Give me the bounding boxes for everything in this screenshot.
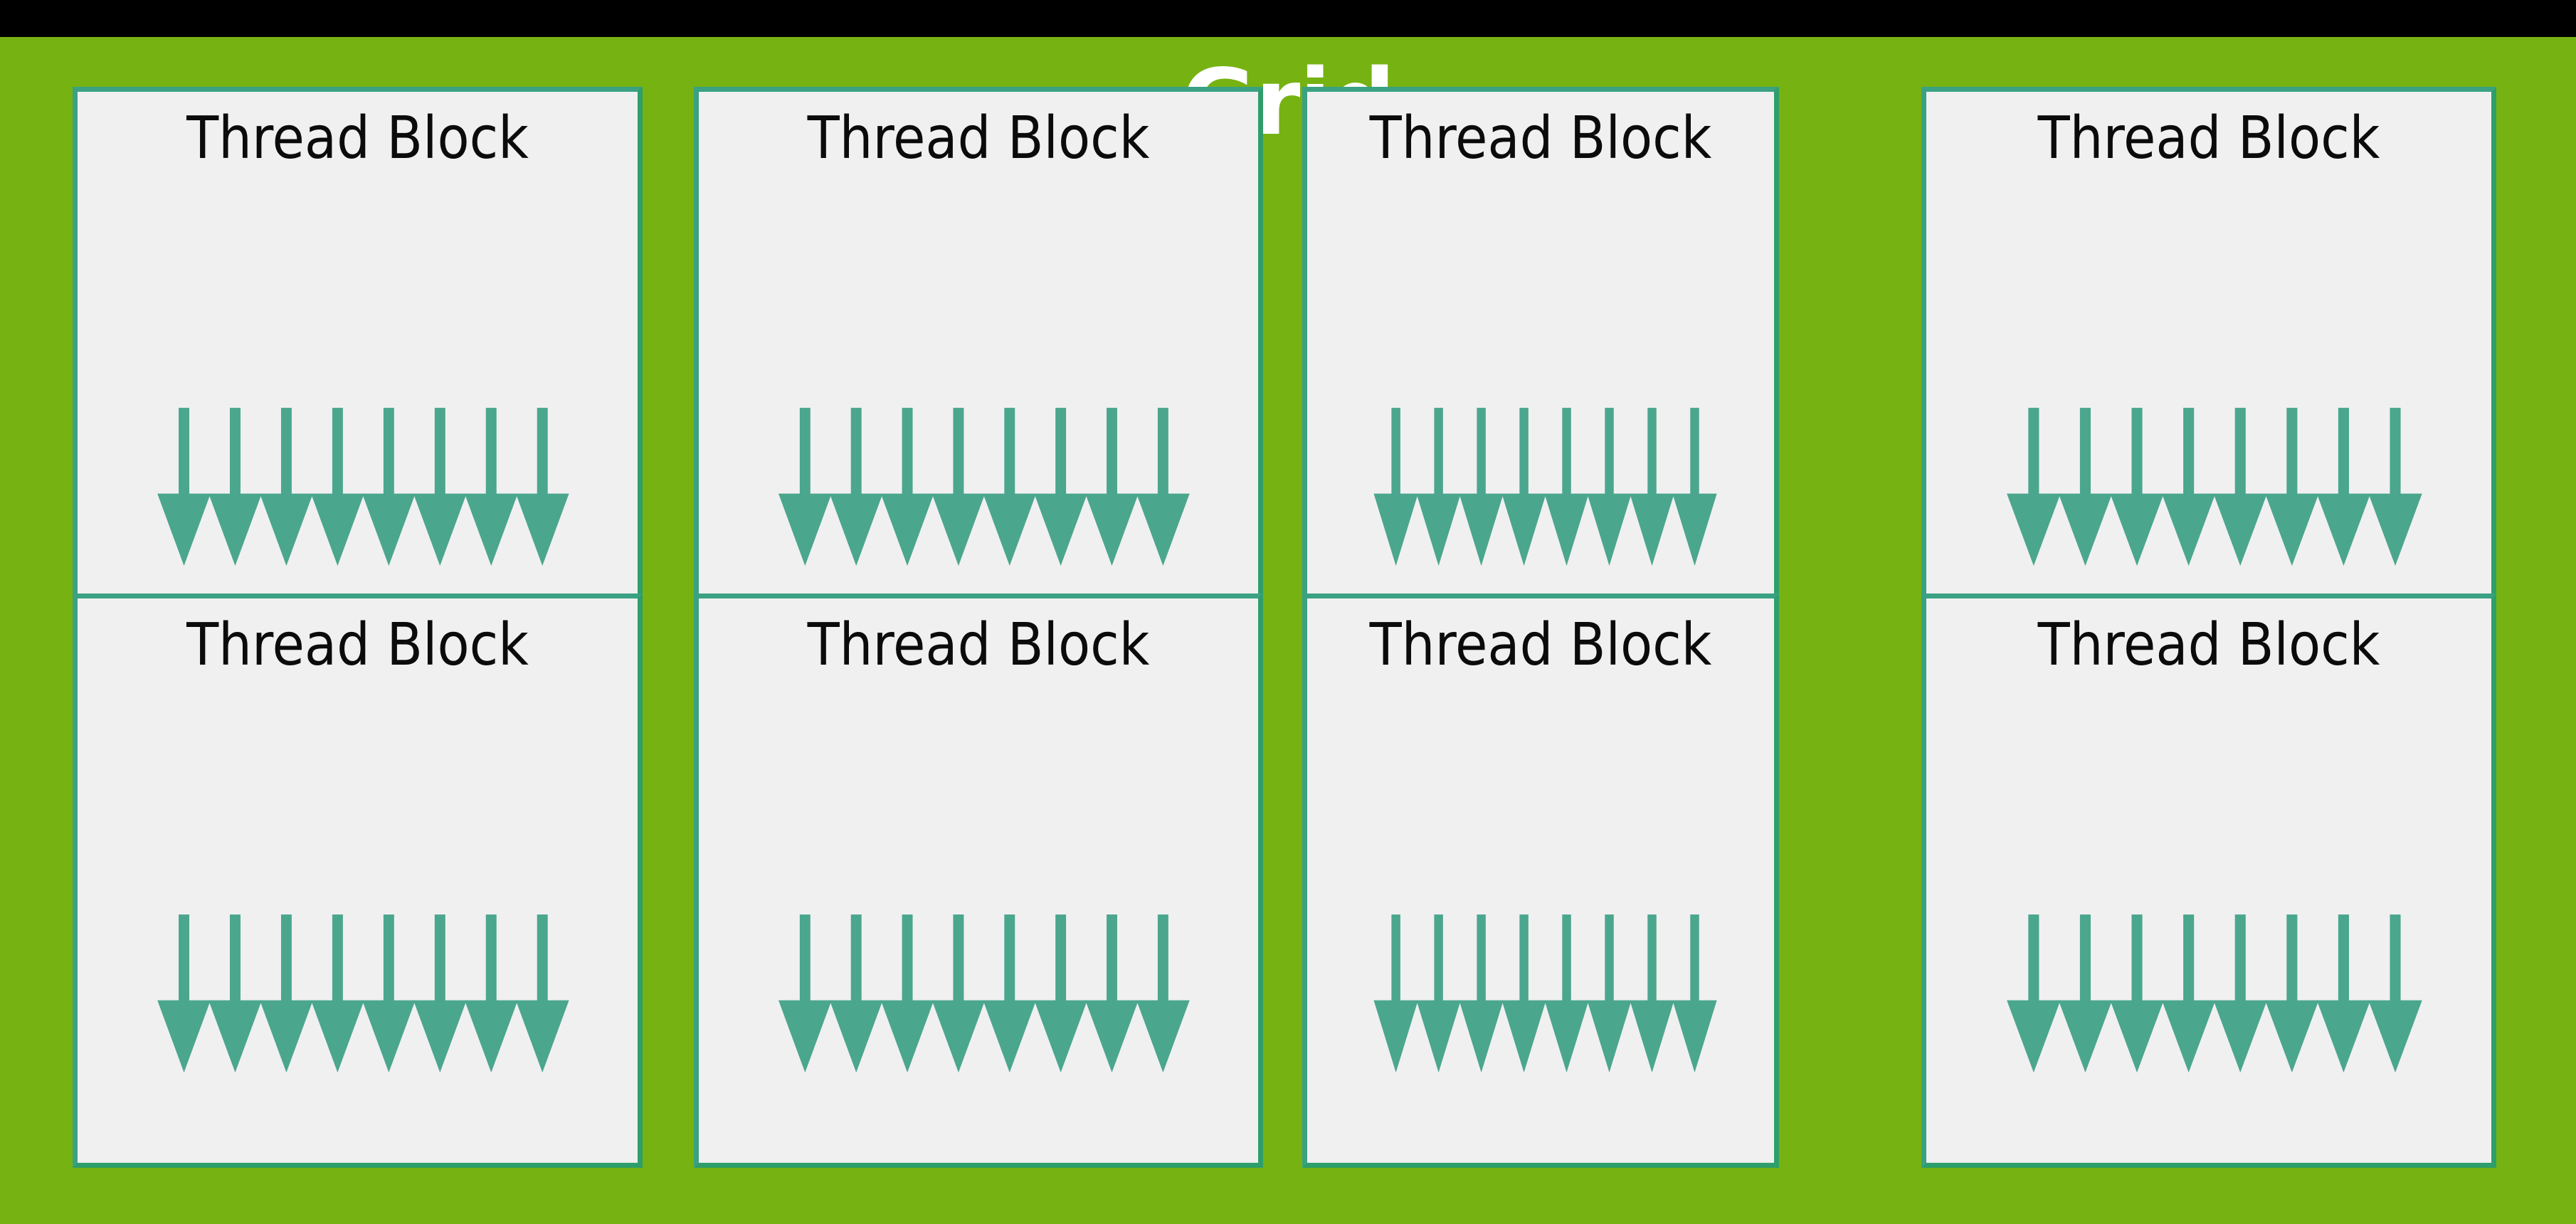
letterbox-bar-top [0, 0, 2576, 37]
thread-arrow-group [1307, 598, 1774, 1163]
thread-arrow-group [78, 598, 638, 1163]
thread-arrow-group [699, 598, 1258, 1163]
thread-block-label: Thread Block [1369, 611, 1712, 679]
thread-arrow-group [1926, 92, 2491, 656]
thread-block-label: Thread Block [2037, 611, 2380, 679]
thread-arrow-group [699, 92, 1258, 656]
thread-block-label: Thread Block [807, 611, 1150, 679]
thread-block-label: Thread Block [2037, 105, 2380, 172]
thread-block[interactable]: Thread Block [694, 87, 1263, 661]
thread-arrow-group [78, 92, 638, 656]
thread-block-label: Thread Block [1369, 105, 1712, 172]
thread-arrow-group [1926, 598, 2491, 1163]
thread-block-label: Thread Block [807, 105, 1150, 172]
thread-block[interactable]: Thread Block [1302, 87, 1779, 661]
thread-block[interactable]: Thread Block [73, 87, 643, 661]
thread-block[interactable]: Thread Block [73, 593, 643, 1168]
thread-block[interactable]: Thread Block [1921, 87, 2496, 661]
thread-block[interactable]: Thread Block [1302, 593, 1779, 1168]
thread-block-label: Thread Block [186, 105, 529, 172]
thread-block[interactable]: Thread Block [1921, 593, 2496, 1168]
thread-block-label: Thread Block [186, 611, 529, 679]
thread-block[interactable]: Thread Block [694, 593, 1263, 1168]
thread-arrow-group [1307, 92, 1774, 656]
